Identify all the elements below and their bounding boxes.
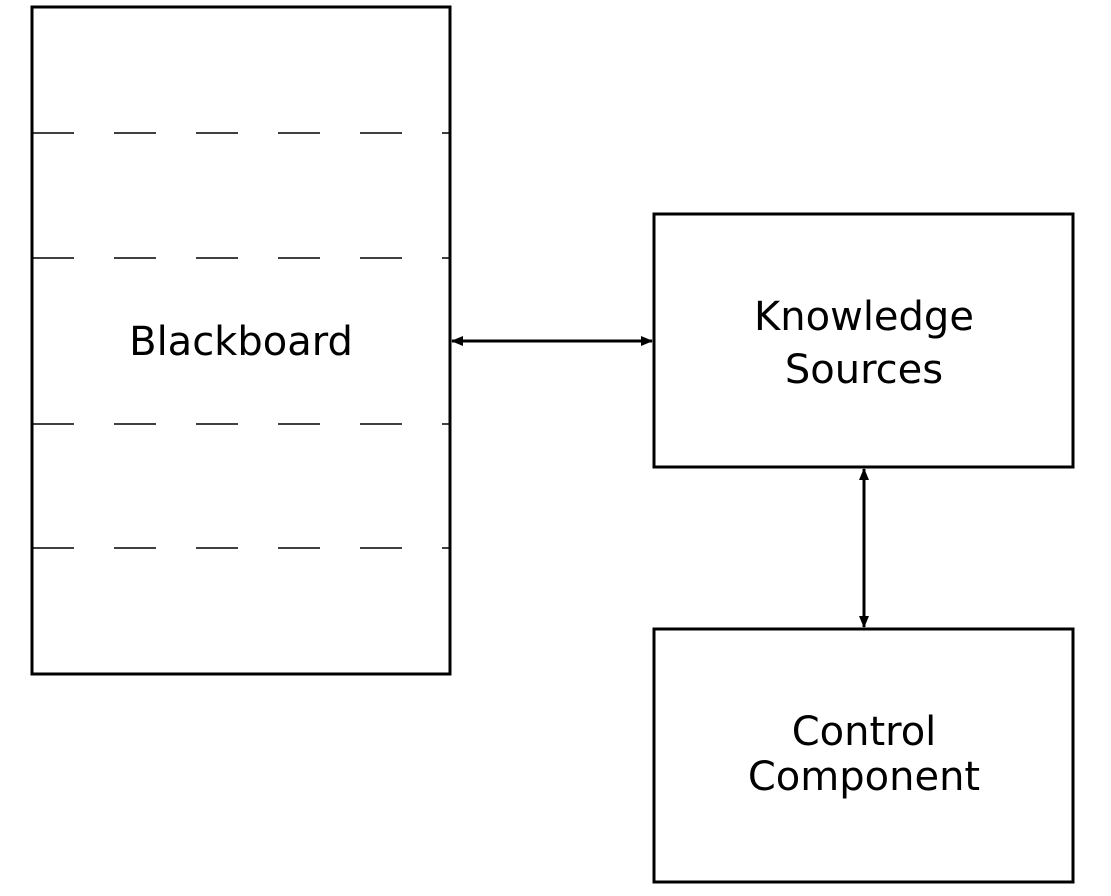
control-component-box: Control Component xyxy=(652,627,1075,884)
blackboard-box: Blackboard xyxy=(30,5,452,676)
blackboard-label: Blackboard xyxy=(129,319,353,365)
control-component-label-line2: Component xyxy=(748,754,980,800)
knowledge-sources-label-line1: Knowledge xyxy=(754,294,974,340)
knowledge-sources-label-line2: Sources xyxy=(785,347,943,393)
knowledge-sources-box: Knowledge Sources xyxy=(652,212,1075,469)
control-component-label-line1: Control xyxy=(792,709,937,755)
